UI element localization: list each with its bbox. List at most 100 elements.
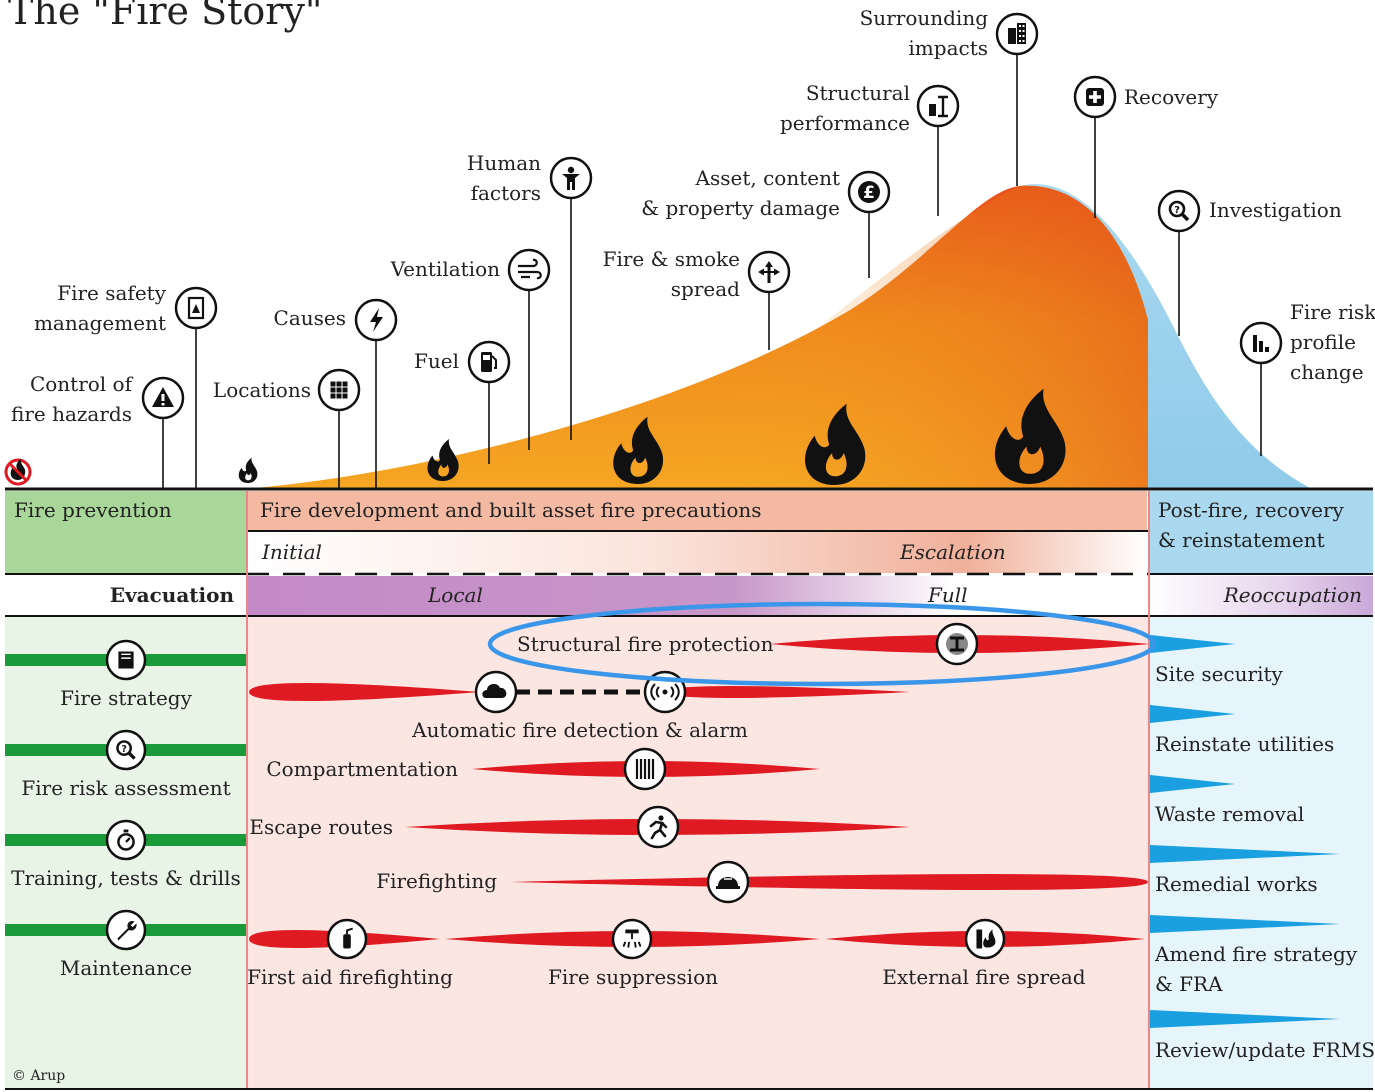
top-label-text: Human bbox=[467, 151, 541, 175]
phase-reoccupation: Reoccupation bbox=[1223, 583, 1362, 607]
left-item-2: Training, tests & drills bbox=[5, 819, 246, 890]
middle-item-3: Escape routes bbox=[249, 805, 910, 849]
phase-full: Full bbox=[927, 583, 968, 607]
smoke-cloud-icon bbox=[474, 670, 518, 714]
top-label-text: Fire & smoke bbox=[603, 247, 740, 271]
first-aid-icon bbox=[1073, 75, 1117, 119]
left-items: Fire strategy?Fire risk assessmentTraini… bbox=[5, 639, 246, 980]
left-item-3: Maintenance bbox=[5, 909, 246, 980]
top-label-text: fire hazards bbox=[11, 402, 132, 426]
top-label-text: change bbox=[1290, 360, 1364, 384]
magnifier-icon: ? bbox=[1157, 189, 1201, 233]
phase-local: Local bbox=[427, 583, 483, 607]
left-item-label: Training, tests & drills bbox=[11, 866, 241, 890]
highlight-ring bbox=[487, 601, 1157, 687]
top-label-8: £ Asset, content & property damage bbox=[641, 166, 891, 278]
red-bar bbox=[249, 683, 480, 701]
middle-item-label: Firefighting bbox=[376, 869, 497, 893]
warning-icon bbox=[141, 376, 185, 420]
grid-icon bbox=[317, 368, 361, 412]
lightning-icon bbox=[354, 298, 398, 342]
stopwatch-icon bbox=[105, 819, 147, 861]
top-label-3: Causes bbox=[274, 298, 398, 488]
left-item-label: Maintenance bbox=[60, 956, 192, 980]
firefighter-helmet-icon bbox=[706, 860, 750, 904]
copyright: © Arup bbox=[12, 1068, 65, 1084]
top-label-11: Recovery bbox=[1073, 75, 1219, 218]
right-item-label: & FRA bbox=[1155, 972, 1223, 996]
top-label-12: ? Investigation bbox=[1157, 189, 1342, 336]
middle-item-label: First aid firefighting bbox=[247, 965, 453, 989]
blue-wedge bbox=[1150, 775, 1235, 793]
flame-icon bbox=[427, 439, 459, 481]
left-item-0: Fire strategy bbox=[5, 639, 246, 710]
red-bar bbox=[660, 686, 910, 698]
middle-item-label: Fire suppression bbox=[548, 965, 718, 989]
flame-icon bbox=[805, 403, 866, 485]
middle-item-label: Structural fire protection bbox=[517, 632, 774, 656]
right-item-label: Amend fire strategy bbox=[1154, 942, 1358, 966]
left-item-label: Fire risk assessment bbox=[21, 776, 230, 800]
steel-beam-icon bbox=[935, 622, 979, 666]
reoccupation-band bbox=[1149, 576, 1373, 616]
right-item-label: Remedial works bbox=[1155, 872, 1318, 896]
top-label-text: Recovery bbox=[1124, 85, 1219, 109]
top-label-2: Locations bbox=[213, 368, 361, 488]
right-item-0: Site security bbox=[1150, 635, 1284, 686]
middle-item-2: Compartmentation bbox=[266, 747, 820, 791]
middle-item-label: External fire spread bbox=[882, 965, 1085, 989]
development-band bbox=[247, 491, 1147, 531]
top-label-text: & property damage bbox=[641, 196, 840, 220]
middle-item-4: Firefighting bbox=[376, 860, 1148, 904]
middle-item-6: Fire suppression bbox=[548, 918, 718, 989]
top-label-text: spread bbox=[671, 277, 740, 301]
sprinkler-icon bbox=[611, 918, 653, 960]
top-label-text: Fuel bbox=[414, 349, 459, 373]
top-label-text: Asset, content bbox=[695, 166, 840, 190]
flame-icon bbox=[238, 457, 258, 483]
top-label-text: impacts bbox=[908, 36, 988, 60]
buildings-icon bbox=[995, 12, 1039, 56]
book-icon bbox=[105, 639, 147, 681]
top-label-7: Fire & smoke spread bbox=[603, 247, 791, 350]
red-bar bbox=[510, 874, 1148, 890]
right-item-label: Reinstate utilities bbox=[1155, 732, 1334, 756]
fire-growth-shading bbox=[700, 185, 1148, 488]
fuel-pump-icon bbox=[467, 340, 511, 384]
top-label-text: factors bbox=[471, 181, 541, 205]
wall-fire-icon bbox=[964, 918, 1006, 960]
wind-icon bbox=[507, 248, 551, 292]
wrench-icon bbox=[105, 909, 147, 951]
flame-icon bbox=[613, 416, 664, 484]
middle-item-7: External fire spread bbox=[882, 918, 1086, 989]
blue-wedge bbox=[1150, 1010, 1340, 1028]
top-label-6: Human factors bbox=[467, 151, 593, 440]
document-icon bbox=[174, 286, 218, 330]
blue-wedge bbox=[1150, 705, 1235, 723]
phase-post-fire-1: Post-fire, recovery bbox=[1158, 498, 1345, 522]
initial-escalation-band bbox=[247, 531, 1147, 573]
prevention-panel bbox=[5, 491, 246, 573]
blue-wedge bbox=[1150, 635, 1235, 653]
right-item-label: Waste removal bbox=[1155, 802, 1304, 826]
right-item-3: Remedial works bbox=[1150, 845, 1340, 896]
phase-escalation: Escalation bbox=[899, 540, 1006, 564]
top-label-text: Investigation bbox=[1209, 198, 1342, 222]
blue-wedge bbox=[1150, 915, 1340, 933]
spread-arrows-icon bbox=[747, 250, 791, 294]
top-label-5: Ventilation bbox=[390, 248, 551, 450]
right-item-label: Review/update FRMS bbox=[1155, 1038, 1375, 1062]
pound-icon: £ bbox=[847, 170, 891, 214]
middle-item-label: Automatic fire detection & alarm bbox=[411, 718, 748, 742]
top-label-4: Fuel bbox=[414, 340, 511, 464]
phase-evacuation: Evacuation bbox=[110, 583, 235, 607]
middle-item-0: Structural fire protection bbox=[517, 622, 1150, 666]
